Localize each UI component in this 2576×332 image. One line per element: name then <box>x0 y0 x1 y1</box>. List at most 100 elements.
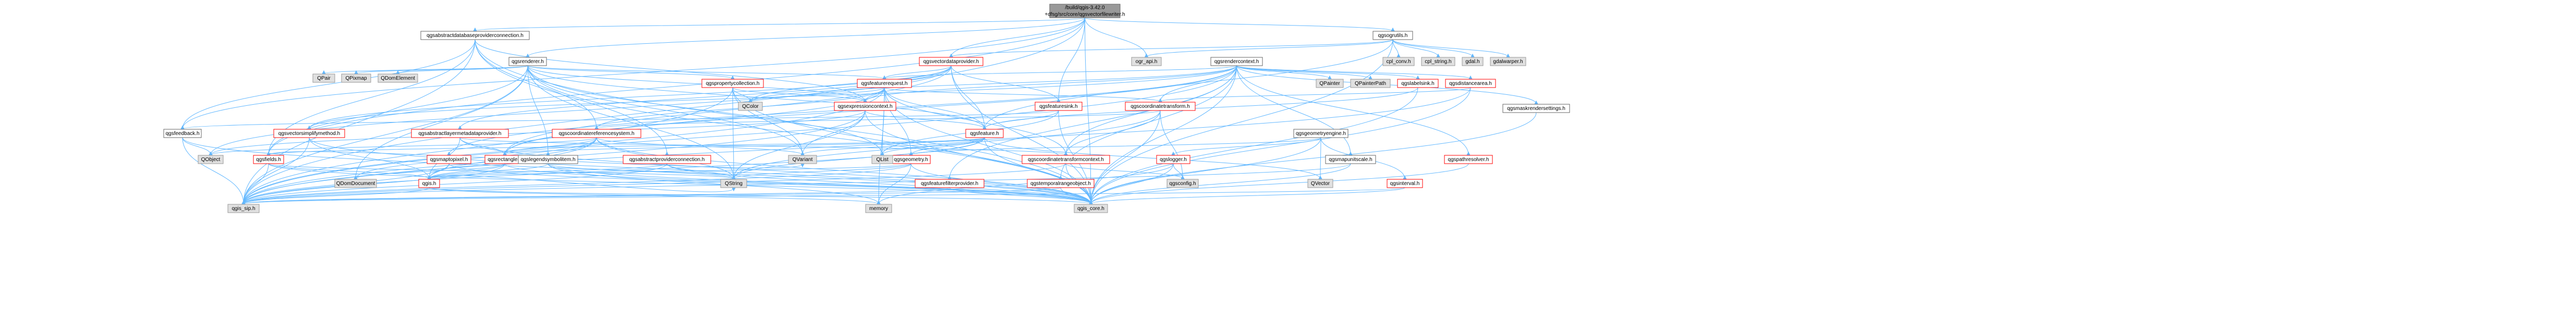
node-qgsogrutils[interactable]: qgsogrutils.h <box>1372 31 1413 40</box>
node-qgsmaptopixel[interactable]: qgsmaptopixel.h <box>427 155 471 164</box>
node-qgspropertycollection[interactable]: qgspropertycollection.h <box>701 79 764 88</box>
node-box <box>1131 57 1162 66</box>
node-qgsgeometry[interactable]: qgsgeometry.h <box>891 155 931 164</box>
node-label: qgslegendsymbolitem.h <box>520 157 575 163</box>
node-box <box>198 155 224 164</box>
node-qgsrendercontext[interactable]: qgsrendercontext.h <box>1210 57 1263 66</box>
edge-qgsogrutils-to-qgsvectordataprovider <box>949 39 1393 57</box>
node-label: qgsrenderer.h <box>512 59 544 65</box>
node-box <box>857 79 912 88</box>
edge-qgsfeature-to-qvariant <box>800 137 985 155</box>
edge-qgsrendercontext-to-qpainter <box>1236 65 1332 79</box>
node-qgsvectordataprovider[interactable]: qgsvectordataprovider.h <box>919 57 983 66</box>
node-box <box>1156 155 1190 164</box>
node-qgsfeaturesink[interactable]: qgsfeaturesink.h <box>1035 102 1083 111</box>
node-qgsfeaturerequest[interactable]: qgsfeaturerequest.h <box>857 79 912 88</box>
node-qgstemporalrangeobject[interactable]: qgstemporalrangeobject.h <box>1027 179 1095 188</box>
edge-qgsogrutils-to-qgsfeature <box>982 39 1393 129</box>
node-qgsmapunitscale[interactable]: qgsmapunitscale.h <box>1325 155 1376 164</box>
edge-qgstemporalrangeobject-to-qgis_sip <box>241 187 1061 205</box>
edge-qgsfeaturesink-to-qgsfeedback <box>180 110 1059 130</box>
edge-qgsexpressioncontext-to-qgsfeature <box>865 110 987 129</box>
node-qgsfeaturefilterprovider[interactable]: qgsfeaturefilterprovider.h <box>915 179 985 188</box>
edge-qgsdistancearea-to-qgis_core <box>1089 87 1471 204</box>
node-qgslogger[interactable]: qgslogger.h <box>1156 155 1190 164</box>
edge-qgsfeedback-to-qgis_core <box>182 137 1093 204</box>
node-qdomelement: QDomElement <box>378 73 418 83</box>
edge-qgsrenderer-to-qgsexpressioncontext <box>527 65 867 102</box>
node-qgsfeature[interactable]: qgsfeature.h <box>965 129 1004 138</box>
edge-root-to-ogr_api <box>1085 17 1149 57</box>
node-qgsabstractlayermetadataprovider[interactable]: qgsabstractlayermetadataprovider.h <box>411 129 509 138</box>
edge-qgsmapunitscale-to-qgis_sip <box>241 163 1351 204</box>
node-label: qgslogger.h <box>1160 157 1187 163</box>
edge-qgsrendercontext-to-qgslabelsink <box>1236 65 1420 79</box>
edge-qgsrendercontext-to-qgscoordinatetransform <box>1158 65 1237 102</box>
node-qgslegendsymbolitem[interactable]: qgslegendsymbolitem.h <box>518 155 578 164</box>
edge-qgslegendsymbolitem-to-memory <box>548 163 881 204</box>
node-label: /build/qgis-3.42.0 <box>1065 5 1105 11</box>
node-label: qgsogrutils.h <box>1378 33 1408 39</box>
node-label: ogr_api.h <box>1136 59 1158 65</box>
node-label: qgsfeature.h <box>970 131 999 137</box>
node-label: qgsconfig.h <box>1169 181 1196 187</box>
edge-qgsfeature-to-qlist <box>880 137 985 155</box>
node-label: qgis_sip.h <box>232 206 255 212</box>
node-qgsfeedback[interactable]: qgsfeedback.h <box>163 129 202 138</box>
node-box <box>623 155 711 164</box>
node-qgsabstractdatabaseproviderconnection[interactable]: qgsabstractdatabaseproviderconnection.h <box>420 31 530 40</box>
node-qgsfields[interactable]: qgsfields.h <box>253 155 284 164</box>
node-qgsvectorsimplifymethod[interactable]: qgsvectorsimplifymethod.h <box>273 129 345 138</box>
node-qgsabstractproviderconnection[interactable]: qgsabstractproviderconnection.h <box>623 155 711 164</box>
node-box <box>1421 57 1455 66</box>
edge-root-to-qgsfeaturesink <box>1056 17 1085 102</box>
node-box <box>1049 4 1121 18</box>
node-qgsexpressioncontext[interactable]: qgsexpressioncontext.h <box>834 102 896 111</box>
node-label: qgsfeaturesink.h <box>1039 104 1077 109</box>
edge-qgsabstractdatabaseproviderconnection-to-qgis_sip <box>241 39 476 204</box>
node-box <box>378 73 418 83</box>
node-qgsgeometryengine[interactable]: qgsgeometryengine.h <box>1293 129 1348 138</box>
node-qgsinterval[interactable]: qgsinterval.h <box>1387 179 1423 188</box>
edge-qgsrenderer-to-qlist <box>527 65 884 155</box>
node-label: qgsrectangle.h <box>488 157 522 163</box>
node-box <box>834 102 896 111</box>
node-box <box>411 129 509 138</box>
edge-qgsvectordataprovider-to-qgsfeaturesink <box>951 65 1061 102</box>
node-qgscoordinatetransform[interactable]: qgscoordinatetransform.h <box>1125 102 1196 111</box>
node-label: qgsgeometryengine.h <box>1296 131 1346 137</box>
edge-qgis-to-qgis_sip <box>241 187 430 204</box>
node-qgscoordinatetransformcontext[interactable]: qgscoordinatetransformcontext.h <box>1022 155 1110 164</box>
edge-qgsrenderer-to-qgsfeaturerequest <box>527 65 886 79</box>
edge-qgsfeaturesink-to-qgsfeature <box>982 110 1059 129</box>
node-qgspathresolver[interactable]: qgspathresolver.h <box>1444 155 1493 164</box>
edge-qgsfields-to-qstring <box>268 163 736 179</box>
node-label: qgsinterval.h <box>1390 181 1420 187</box>
edge-qgsgeometry-to-qgis <box>427 163 912 179</box>
edge-qgsabstractdatabaseproviderconnection-to-qgsabstractproviderconnection <box>475 39 669 155</box>
edge-qgsfeaturerequest-to-qcolor <box>748 87 885 102</box>
node-label: cpl_conv.h <box>1386 59 1411 65</box>
node-label: +dfsg/src/core/qgsvectorfilewriter.h <box>1044 12 1125 18</box>
edge-qgslegendsymbolitem-to-qgis_core <box>548 163 1093 204</box>
node-qgsdistancearea[interactable]: qgsdistancearea.h <box>1445 79 1496 88</box>
node-qgscoordinatereferencesystem[interactable]: qgscoordinatereferencesystem.h <box>552 129 641 138</box>
node-qgsrenderer[interactable]: qgsrenderer.h <box>508 57 547 66</box>
node-qgsmaskrendersettings[interactable]: qgsmaskrendersettings.h <box>1502 104 1570 113</box>
node-qgslabelsink[interactable]: qgslabelsink.h <box>1397 79 1439 88</box>
node-ogr-api: ogr_api.h <box>1131 57 1162 66</box>
node-box <box>865 204 892 213</box>
edge-qgsrenderer-to-qgslegendsymbolitem <box>527 65 550 155</box>
node-qgis[interactable]: qgis.h <box>418 179 440 188</box>
edge-qgsfields-to-qgis_sip <box>241 163 269 204</box>
node-label: QPainterPath <box>1355 81 1386 87</box>
edge-qgsfields-to-qgis <box>268 163 431 179</box>
node-label: QPainter <box>1319 81 1340 87</box>
node-label: QVector <box>1311 181 1330 187</box>
node-box <box>788 155 817 164</box>
node-box <box>341 73 371 83</box>
node-label: qgsabstractlayermetadataprovider.h <box>419 131 502 137</box>
node-cpl-string: cpl_string.h <box>1421 57 1455 66</box>
node-box <box>965 129 1004 138</box>
